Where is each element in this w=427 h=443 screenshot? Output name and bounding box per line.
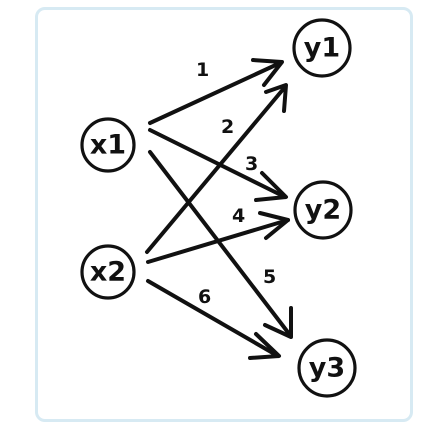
edge-labels: 1 2 3 4 5 6: [196, 59, 276, 308]
node-y1: y1: [292, 18, 352, 78]
node-x2: x2: [80, 244, 136, 300]
edge-x1-y2: [148, 128, 288, 202]
edges: [145, 58, 293, 360]
edge-label-x1-y1: 1: [196, 59, 209, 81]
edge-label-x2-y3: 6: [198, 286, 211, 308]
node-label-x1: x1: [90, 130, 126, 161]
node-y2: y2: [293, 180, 353, 240]
node-label-y2: y2: [305, 195, 341, 226]
edge-label-x2-y2: 4: [232, 205, 245, 227]
edge-x2-y3: [146, 279, 281, 360]
edge-label-x1-y2: 3: [245, 153, 258, 175]
edge-label-x2-y1: 2: [221, 116, 234, 138]
node-label-x2: x2: [90, 257, 126, 288]
edge-x2-y2: [146, 211, 290, 264]
node-label-y3: y3: [309, 353, 345, 384]
node-x1: x1: [80, 117, 136, 173]
edge-x1-y1: [148, 58, 284, 125]
nodes: x1 x2 y1 y2 y3: [80, 18, 357, 398]
node-label-y1: y1: [304, 33, 340, 64]
edge-x1-y3: [148, 150, 293, 339]
edge-x2-y1: [145, 83, 288, 254]
node-y3: y3: [297, 338, 357, 398]
edge-label-x1-y3: 5: [263, 266, 276, 288]
